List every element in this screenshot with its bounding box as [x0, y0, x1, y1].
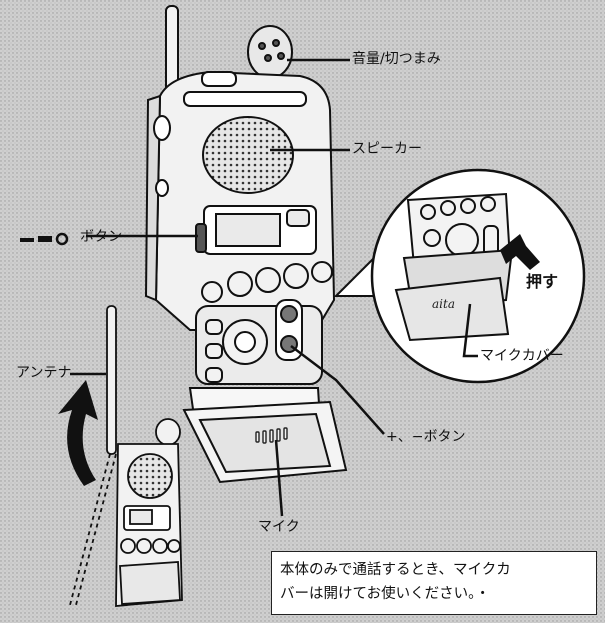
round-key [283, 263, 309, 289]
push-arrow [500, 234, 540, 270]
label-speaker: スピーカー [352, 141, 422, 157]
small-key [205, 319, 223, 335]
small-radio [69, 305, 183, 607]
curved-arrow [58, 380, 98, 486]
round-key [227, 271, 253, 297]
usage-note-box: 本体のみで通話するとき、マイクカ バーは開けてお使いください。・ [271, 551, 597, 615]
small-key [205, 367, 223, 383]
label-mic-cover: マイクカバー [480, 348, 564, 364]
label-key-button: ボタン [80, 229, 122, 245]
round-key [255, 267, 281, 293]
label-mic: マイク [258, 519, 300, 535]
main-radio [144, 5, 348, 484]
label-plus-minus-button: +、−ボタン [386, 429, 466, 445]
mic-holes [255, 427, 288, 444]
usage-note-line-1: 本体のみで通話するとき、マイクカ [280, 562, 511, 578]
label-volume-knob: 音量/切つまみ [352, 51, 441, 67]
round-key [311, 261, 333, 283]
svg-text:aita: aita [432, 297, 455, 311]
small-antenna [106, 305, 117, 455]
lcd-screen [215, 213, 281, 247]
leader-lines [70, 58, 478, 517]
round-key [201, 281, 223, 303]
key-symbol [20, 232, 69, 246]
label-antenna: アンテナ [16, 365, 72, 381]
label-push: 押す [526, 272, 559, 291]
key-button [195, 223, 207, 253]
volume-knob [247, 25, 293, 79]
small-key [205, 343, 223, 359]
speaker-grille [202, 116, 294, 194]
zoom-callout: aita [333, 168, 586, 384]
usage-note-line-2: バーは開けてお使いください。・ [280, 586, 490, 602]
